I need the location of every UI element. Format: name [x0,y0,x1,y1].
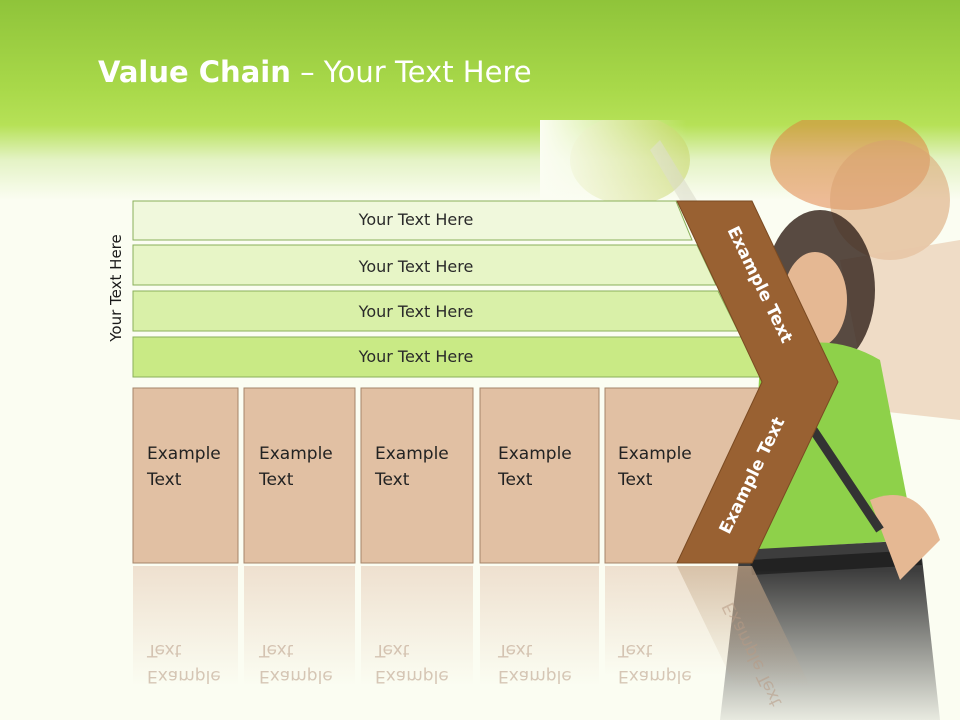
support-bar-label-1: Your Text Here [358,210,474,229]
reflection-line2-2: Text [258,640,294,660]
primary-box-4-line2: Text [497,470,533,490]
reflection: Example Text Example Text Example Text E… [133,566,810,710]
title-bold: Value Chain [98,55,291,89]
primary-box-2-line2: Text [258,470,294,490]
support-bar-label-2: Your Text Here [358,257,474,276]
support-bar-label-4: Your Text Here [358,347,474,366]
margin-chevron [676,200,839,564]
title-rest: – Your Text Here [290,55,532,89]
primary-box-1-line2: Text [146,470,182,490]
reflection-line2-4: Text [497,640,533,660]
reflection-line2-5: Text [617,640,653,660]
primary-box-1 [132,387,239,564]
support-bar-1 [132,200,693,241]
reflection-line1-3: Example [375,666,449,686]
slide-title: Value Chain – Your Text Here [98,55,532,89]
primary-box-3-line2: Text [374,470,410,490]
reflection-line1-4: Example [498,666,572,686]
reflection-line1-2: Example [259,666,333,686]
primary-box-5-line1: Example [618,444,692,464]
primary-box-2-line1: Example [259,444,333,464]
reflection-line1-1: Example [147,666,221,686]
primary-box-4 [479,387,600,564]
primary-box-3 [360,387,474,564]
primary-box-3-line1: Example [375,444,449,464]
reflection-line2-1: Text [146,640,182,660]
reflection-line2-3: Text [374,640,410,660]
primary-box-5-line2: Text [617,470,653,490]
support-bar-label-3: Your Text Here [358,302,474,321]
primary-box-4-line1: Example [498,444,572,464]
primary-box-2 [243,387,356,564]
reflection-line1-5: Example [618,666,692,686]
primary-box-1-line1: Example [147,444,221,464]
